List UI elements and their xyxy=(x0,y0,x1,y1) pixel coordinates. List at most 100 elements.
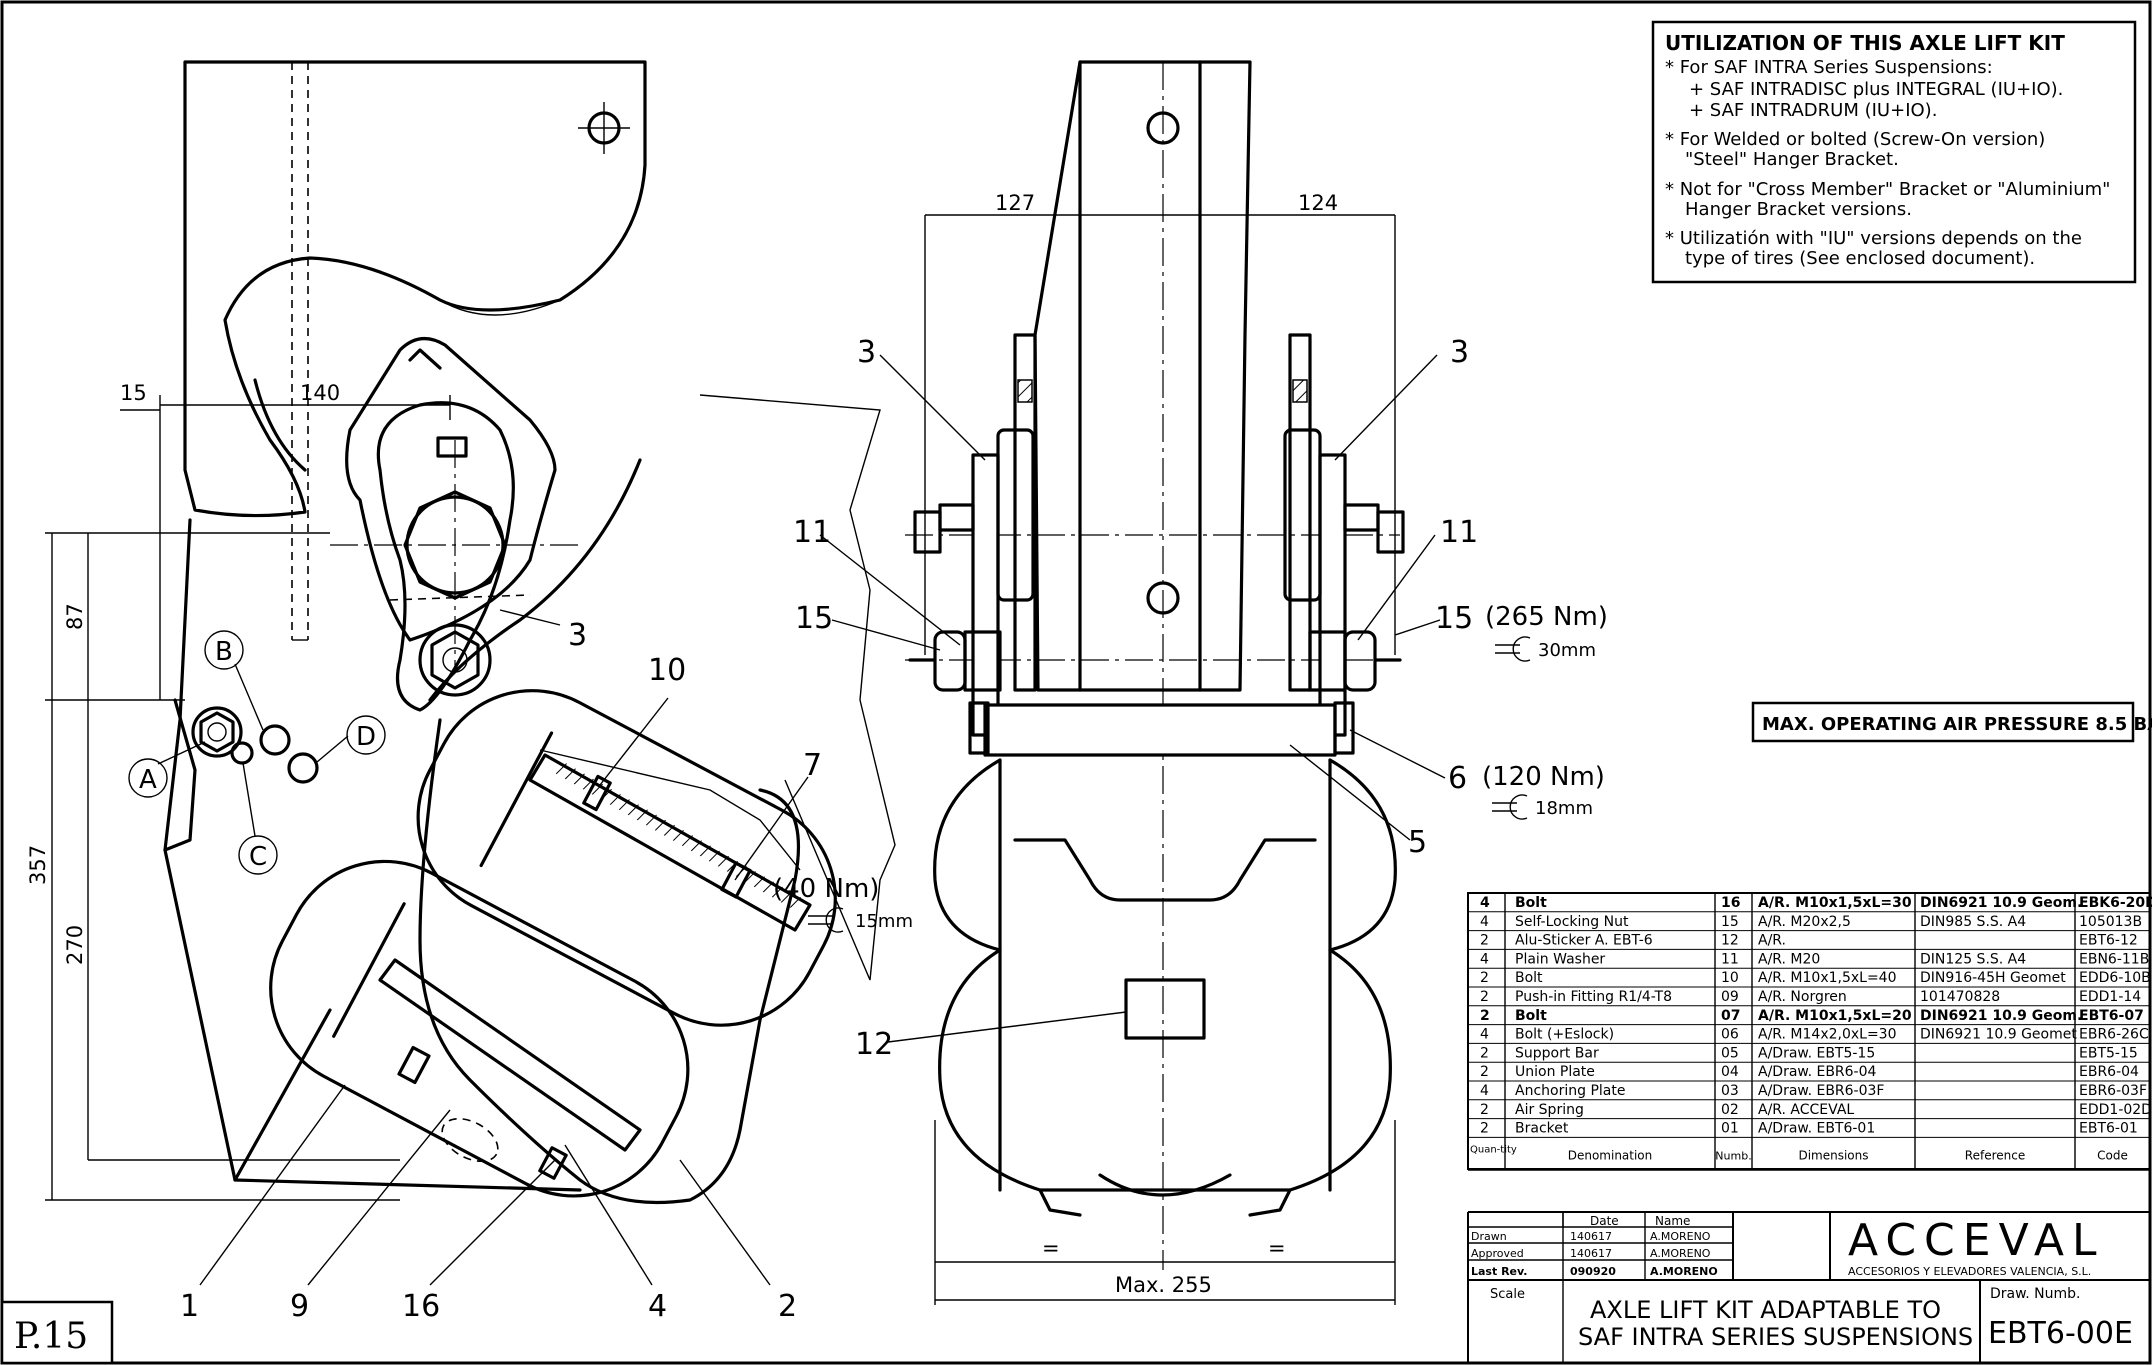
tb-lastrev-name: A.MORENO xyxy=(1650,1265,1718,1278)
dim-127: 127 xyxy=(995,191,1035,215)
dim-eq-left: = xyxy=(1042,1236,1060,1260)
company-subtitle: ACCESORIOS Y ELEVADORES VALENCIA, S.L. xyxy=(1848,1265,2091,1278)
drawnum-label: Draw. Numb. xyxy=(1990,1286,2081,1302)
bom-dimensions: A/R. ACCEVAL xyxy=(1758,1102,1854,1118)
callout-16: 16 xyxy=(402,1289,440,1324)
bom-reference: DIN985 S.S. A4 xyxy=(1920,914,2026,930)
side-view xyxy=(45,60,896,1205)
bom-reference: DIN6921 10.9 Geom. xyxy=(1920,895,2082,911)
bom-dimensions: A/R. M20x2,5 xyxy=(1758,914,1851,930)
bom-header-number: Numb. xyxy=(1715,1149,1751,1162)
note-line: + SAF INTRADISC plus INTEGRAL (IU+IO). xyxy=(1689,79,2063,100)
leader-lines xyxy=(157,354,1446,1286)
dim-15: 15 xyxy=(120,381,147,405)
bom-code: EBR6-04 xyxy=(2079,1064,2139,1080)
bom-code: EBT6-12 xyxy=(2079,933,2138,949)
tb-scale-label: Scale xyxy=(1490,1287,1525,1302)
utilization-notes: UTILIZATION OF THIS AXLE LIFT KIT * For … xyxy=(1651,20,2137,284)
wrench-icon xyxy=(808,907,844,933)
bom-header-code: Code xyxy=(2097,1148,2128,1162)
torque-15: (265 Nm) xyxy=(1485,602,1608,632)
callout-11-left: 11 xyxy=(793,515,831,550)
callout-A: A xyxy=(139,765,157,795)
bom-denomination: Air Spring xyxy=(1515,1102,1584,1118)
callout-5: 5 xyxy=(1408,825,1427,860)
note-line: * For Welded or bolted (Screw-On version… xyxy=(1665,129,2045,150)
callout-B: B xyxy=(215,637,233,667)
bom-code: EBR6-03F xyxy=(2079,1083,2147,1099)
bom-qty: 4 xyxy=(1480,895,1490,911)
callout-circle-D xyxy=(346,715,386,755)
bom-code: EDD1-02D xyxy=(2079,1102,2152,1118)
page-label: P.15 xyxy=(14,1316,88,1357)
tb-lastrev-label: Last Rev. xyxy=(1471,1265,1527,1278)
bom-dimensions: A/R. M10x1,5xL=40 xyxy=(1758,970,1897,986)
pressure-note: MAX. OPERATING AIR PRESSURE 8.5 BAR xyxy=(1762,714,2152,735)
callout-1: 1 xyxy=(180,1289,199,1324)
callout-9: 9 xyxy=(290,1289,309,1324)
tb-col-date: Date xyxy=(1590,1214,1619,1228)
tb-col-name: Name xyxy=(1655,1214,1690,1228)
tb-lastrev-date: 090920 xyxy=(1570,1265,1616,1278)
callout-15-right: 15 xyxy=(1435,601,1473,636)
callout-12: 12 xyxy=(855,1027,893,1062)
bom-number: 02 xyxy=(1721,1102,1739,1118)
bom-code: EBR6-26C xyxy=(2079,1027,2149,1043)
title-block: Date Name Drawn 140617 A.MORENO Approved… xyxy=(1467,1169,2150,1363)
callout-D: D xyxy=(356,722,376,752)
bom-dimensions: A/R. M10x1,5xL=20 xyxy=(1758,1008,1912,1024)
bom-qty: 4 xyxy=(1480,914,1489,930)
notes-title: UTILIZATION OF THIS AXLE LIFT KIT xyxy=(1665,31,2065,55)
bom-number: 06 xyxy=(1721,1027,1739,1043)
bom-header-dimensions: Dimensions xyxy=(1798,1148,1868,1162)
tb-approved-name: A.MORENO xyxy=(1650,1247,1711,1260)
bom-header-denomination: Denomination xyxy=(1568,1148,1653,1162)
bom-denomination: Bolt xyxy=(1515,1008,1547,1024)
note-line: Hanger Bracket versions. xyxy=(1685,199,1912,220)
bom-denomination: Self-Locking Nut xyxy=(1515,914,1629,930)
bom-header-reference: Reference xyxy=(1965,1148,2025,1162)
sticker-rect xyxy=(1124,978,1206,1040)
torque-6: (120 Nm) xyxy=(1482,762,1605,792)
tb-drawn-name: A.MORENO xyxy=(1650,1230,1711,1243)
bom-qty: 2 xyxy=(1480,1121,1489,1137)
front-view xyxy=(905,60,1405,1305)
bom-reference: 101470828 xyxy=(1920,989,2000,1005)
bom-code: EBT6-07 xyxy=(2079,1008,2144,1024)
callout-2: 2 xyxy=(778,1289,797,1324)
bom-number: 07 xyxy=(1721,1008,1740,1024)
wrench-size-6: 18mm xyxy=(1535,798,1593,819)
page-label-box xyxy=(0,1300,114,1365)
drawing-number: EBT6-00E xyxy=(1988,1316,2133,1351)
bom-dimensions: A/R. M10x1,5xL=30 xyxy=(1758,895,1912,911)
note-line: * Not for "Cross Member" Bracket or "Alu… xyxy=(1665,179,2110,200)
bom-number: 09 xyxy=(1721,989,1739,1005)
bom-dimensions: A/R. M20 xyxy=(1758,951,1820,967)
dim-124: 124 xyxy=(1298,191,1338,215)
bom-number: 10 xyxy=(1721,970,1739,986)
bom-dimensions: A/R. M14x2,0xL=30 xyxy=(1758,1027,1897,1043)
bom-code: EBK6-20D xyxy=(2079,895,2152,911)
bom-qty: 2 xyxy=(1480,1102,1489,1118)
bom-header-qty: Quan-tity xyxy=(1470,1144,1517,1155)
bom-code: EDD1-14 xyxy=(2079,989,2141,1005)
bom-denomination: Bolt xyxy=(1515,970,1543,986)
wrench-icon xyxy=(1495,636,1531,662)
note-line: "Steel" Hanger Bracket. xyxy=(1685,149,1899,170)
bom-number: 12 xyxy=(1721,933,1739,949)
bom-reference: DIN6921 10.9 Geomet xyxy=(1920,1027,2077,1043)
bom-denomination: Anchoring Plate xyxy=(1515,1083,1625,1099)
bom-qty: 2 xyxy=(1480,989,1489,1005)
bom-qty: 2 xyxy=(1480,1064,1489,1080)
note-line: type of tires (See enclosed document). xyxy=(1685,248,2035,269)
bom-qty: 2 xyxy=(1480,1008,1490,1024)
bom-number: 15 xyxy=(1721,914,1739,930)
callout-3-left: 3 xyxy=(857,335,876,370)
tb-approved-label: Approved xyxy=(1471,1247,1524,1260)
drawing-title-line1: AXLE LIFT KIT ADAPTABLE TO xyxy=(1590,1296,1941,1324)
bom-number: 11 xyxy=(1721,951,1739,967)
bom-reference: DIN916-45H Geomet xyxy=(1920,970,2066,986)
